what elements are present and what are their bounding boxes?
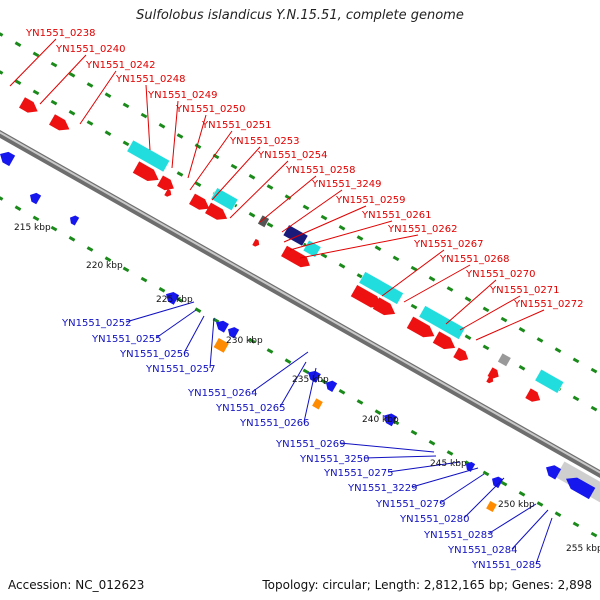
cyan-gene-3[interactable] <box>302 239 322 258</box>
reverse-gene-label: YN1551_0265 <box>215 403 286 414</box>
forward-gene-10[interactable] <box>372 297 399 319</box>
reverse-gene-label: YN1551_0280 <box>399 514 470 525</box>
reverse-gene-2[interactable] <box>28 191 42 205</box>
kbp-tick-label: 220 kbp <box>86 261 123 271</box>
forward-gene-label: YN1551_0261 <box>361 210 432 221</box>
forward-gene-label: YN1551_0271 <box>489 285 560 296</box>
reverse-gene-label: YN1551_0256 <box>119 349 190 360</box>
reverse-gene-13[interactable] <box>563 473 596 500</box>
kbp-tick-label: 245 kbp <box>430 459 467 469</box>
kbp-tick-label: 230 kbp <box>226 336 263 346</box>
grey-gene-2[interactable] <box>497 352 512 367</box>
kbp-tick-label: 250 kbp <box>498 500 535 510</box>
reverse-gene-label: YN1551_0257 <box>145 364 216 375</box>
cyan-gene-6[interactable] <box>534 368 565 394</box>
forward-gene-13[interactable] <box>453 347 471 364</box>
reverse-gene-4[interactable] <box>163 289 180 305</box>
reverse-gene-1[interactable] <box>0 149 16 167</box>
forward-gene-2[interactable] <box>49 114 72 134</box>
reverse-inner-dot-row <box>0 195 598 538</box>
forward-outer-dot-row <box>0 31 598 374</box>
reverse-gene-3[interactable] <box>68 214 80 226</box>
reverse-gene-10[interactable] <box>464 460 476 472</box>
forward-gene-5[interactable] <box>189 193 212 214</box>
forward-gene-3[interactable] <box>132 161 162 185</box>
reverse-gene-label: YN1551_0285 <box>471 560 542 571</box>
forward-gene-label: YN1551_0267 <box>413 239 484 250</box>
forward-gene-label: YN1551_0242 <box>85 60 156 71</box>
forward-gene-label: YN1551_0262 <box>387 224 458 235</box>
forward-gene-label: YN1551_0253 <box>229 136 300 147</box>
reverse-gene-label: YN1551_0269 <box>275 439 346 450</box>
kbp-tick-label: 255 kbp <box>566 544 600 554</box>
forward-gene-label: YN1551_0238 <box>25 28 96 39</box>
kbp-tick-labels: 215 kbp 220 kbp 225 kbp 230 kbp 235 kbp 240 k… <box>14 223 600 554</box>
reverse-gene-label: YN1551_0284 <box>447 545 518 556</box>
cyan-gene-4[interactable] <box>358 271 404 305</box>
reverse-gene-label: YN1551_0252 <box>61 318 132 329</box>
map-title: Sulfolobus islandicus Y.N.15.51, complet… <box>136 8 464 23</box>
cyan-gene-5[interactable] <box>418 305 466 340</box>
forward-gene-label: YN1551_3249 <box>311 179 382 190</box>
forward-gene-8[interactable] <box>293 252 313 271</box>
forward-gene-label: YN1551_0254 <box>257 150 328 161</box>
kbp-tick-label: 215 kbp <box>14 223 51 233</box>
forward-gene-label: YN1551_0251 <box>201 120 272 131</box>
cyan-gene-1[interactable] <box>126 139 171 173</box>
kbp-tick-label: 240 kbp <box>362 415 399 425</box>
forward-gene-label: YN1551_0270 <box>465 269 536 280</box>
reverse-gene-label: YN1551_0266 <box>239 418 310 429</box>
forward-gene-11[interactable] <box>406 316 438 342</box>
reverse-gene-label: YN1551_0283 <box>423 530 494 541</box>
reverse-gene-label: YN1551_0279 <box>375 499 446 510</box>
kbp-tick-label: 225 kbp <box>156 295 193 305</box>
accession-text: Accession: NC_012623 <box>8 578 145 592</box>
forward-gene-6[interactable] <box>205 202 230 224</box>
orange-gene-1[interactable] <box>212 337 230 354</box>
reverse-gene-label: YN1551_0275 <box>323 468 394 479</box>
orange-gene-2[interactable] <box>311 397 324 411</box>
navy-gene-1[interactable] <box>282 224 309 247</box>
forward-gene-label: YN1551_0248 <box>115 74 186 85</box>
reverse-gene-5[interactable] <box>214 318 229 333</box>
forward-gene-12[interactable] <box>432 331 459 353</box>
reverse-gene-11[interactable] <box>490 474 504 489</box>
orange-gene-3[interactable] <box>485 500 498 513</box>
forward-gene-label: YN1551_0258 <box>285 165 356 176</box>
reverse-gene-label: YN1551_3229 <box>347 483 418 494</box>
genome-backbone-highlight <box>0 131 600 474</box>
forward-gene-9[interactable] <box>350 284 385 312</box>
reverse-gene-9[interactable] <box>381 411 398 427</box>
reverse-gene-label: YN1551_0264 <box>187 388 258 399</box>
kbp-tick-label: 235 kbp <box>292 375 329 385</box>
forward-gene-small-3[interactable] <box>486 375 495 384</box>
forward-gene-15[interactable] <box>525 388 543 404</box>
genome-backbone <box>0 129 600 479</box>
forward-gene-label: YN1551_0249 <box>147 90 218 101</box>
reverse-gene-12[interactable] <box>543 462 562 480</box>
forward-gene-small-1[interactable] <box>164 189 173 198</box>
reverse-gene-6[interactable] <box>226 325 240 339</box>
forward-gene-label: YN1551_0259 <box>335 195 406 206</box>
forward-gene-label: YN1551_0250 <box>175 104 246 115</box>
forward-gene-small-2[interactable] <box>252 238 261 248</box>
reverse-gene-label: YN1551_3250 <box>299 454 370 465</box>
genome-summary-text: Topology: circular; Length: 2,812,165 bp… <box>262 578 592 592</box>
reverse-gene-8[interactable] <box>324 378 338 393</box>
forward-gene-4[interactable] <box>157 175 177 193</box>
forward-gene-labels: YN1551_0238YN1551_0240YN1551_0242YN1551_… <box>9 28 584 341</box>
reverse-gene-label: YN1551_0255 <box>91 334 162 345</box>
grey-gene-1[interactable] <box>257 214 270 228</box>
forward-gene-1[interactable] <box>19 97 41 116</box>
reverse-gene-labels: YN1551_0252YN1551_0255YN1551_0256YN1551_… <box>61 301 553 571</box>
forward-gene-label: YN1551_0272 <box>513 299 584 310</box>
forward-gene-label: YN1551_0268 <box>439 254 510 265</box>
forward-gene-label: YN1551_0240 <box>55 44 126 55</box>
